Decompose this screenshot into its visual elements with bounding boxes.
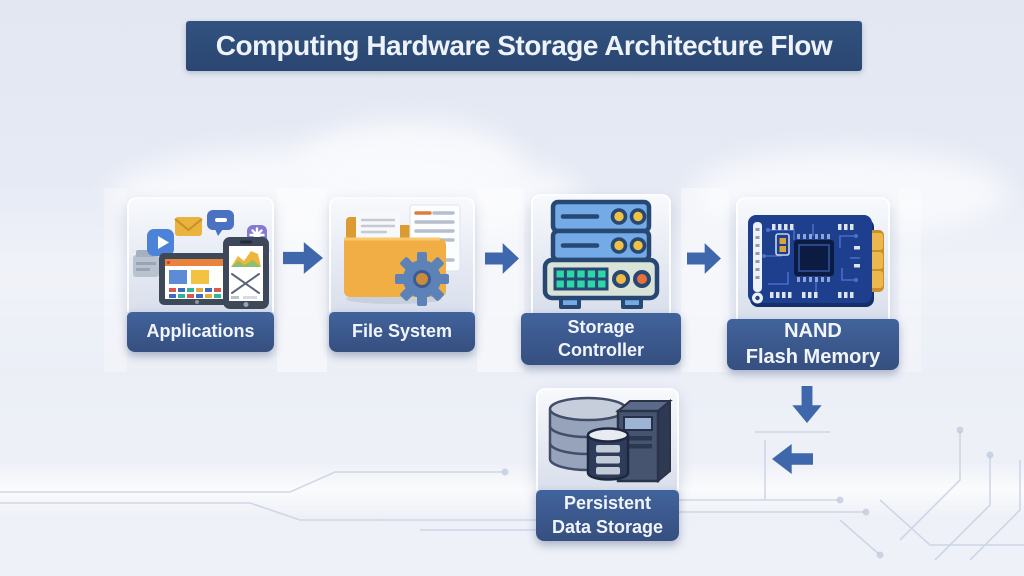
arrow-toward-persistent-storage	[772, 444, 813, 474]
applications-devices-icon	[132, 209, 271, 309]
diagram-title-bar: Computing Hardware Storage Architecture …	[186, 21, 862, 71]
nand-icon-area	[736, 197, 890, 319]
node-storage-controller: Storage Controller	[521, 194, 681, 365]
background-strip	[104, 188, 127, 372]
background-strip	[681, 188, 729, 372]
node-nand-flash-memory: NAND Flash Memory	[727, 197, 899, 370]
nand-flash-memory-label: NAND Flash Memory	[727, 319, 899, 370]
node-file-system: File System	[329, 197, 475, 352]
folder-document-gear-icon	[344, 204, 461, 306]
cloud-decoration	[300, 120, 520, 210]
persistent-data-storage-label: Persistent Data Storage	[536, 490, 679, 541]
file-system-label: File System	[329, 312, 475, 352]
database-tower-server-icon	[548, 396, 673, 484]
file-system-icon-area	[329, 197, 475, 312]
applications-icon-area	[127, 197, 274, 312]
node-applications: Applications	[127, 197, 274, 352]
light-band-decoration	[0, 462, 1024, 517]
persistent-storage-icon-area	[536, 388, 679, 490]
nand-circuit-board-icon	[748, 215, 884, 307]
background-strip	[899, 188, 921, 372]
server-stack-controller-icon	[542, 199, 660, 309]
arrow-nand-down	[792, 386, 822, 423]
background-strip	[277, 188, 327, 372]
background-strip	[477, 188, 524, 372]
storage-controller-label: Storage Controller	[521, 313, 681, 365]
storage-controller-icon-area	[531, 194, 671, 313]
applications-label: Applications	[127, 312, 274, 352]
node-persistent-data-storage: Persistent Data Storage	[536, 388, 679, 541]
diagram-title: Computing Hardware Storage Architecture …	[215, 30, 833, 61]
